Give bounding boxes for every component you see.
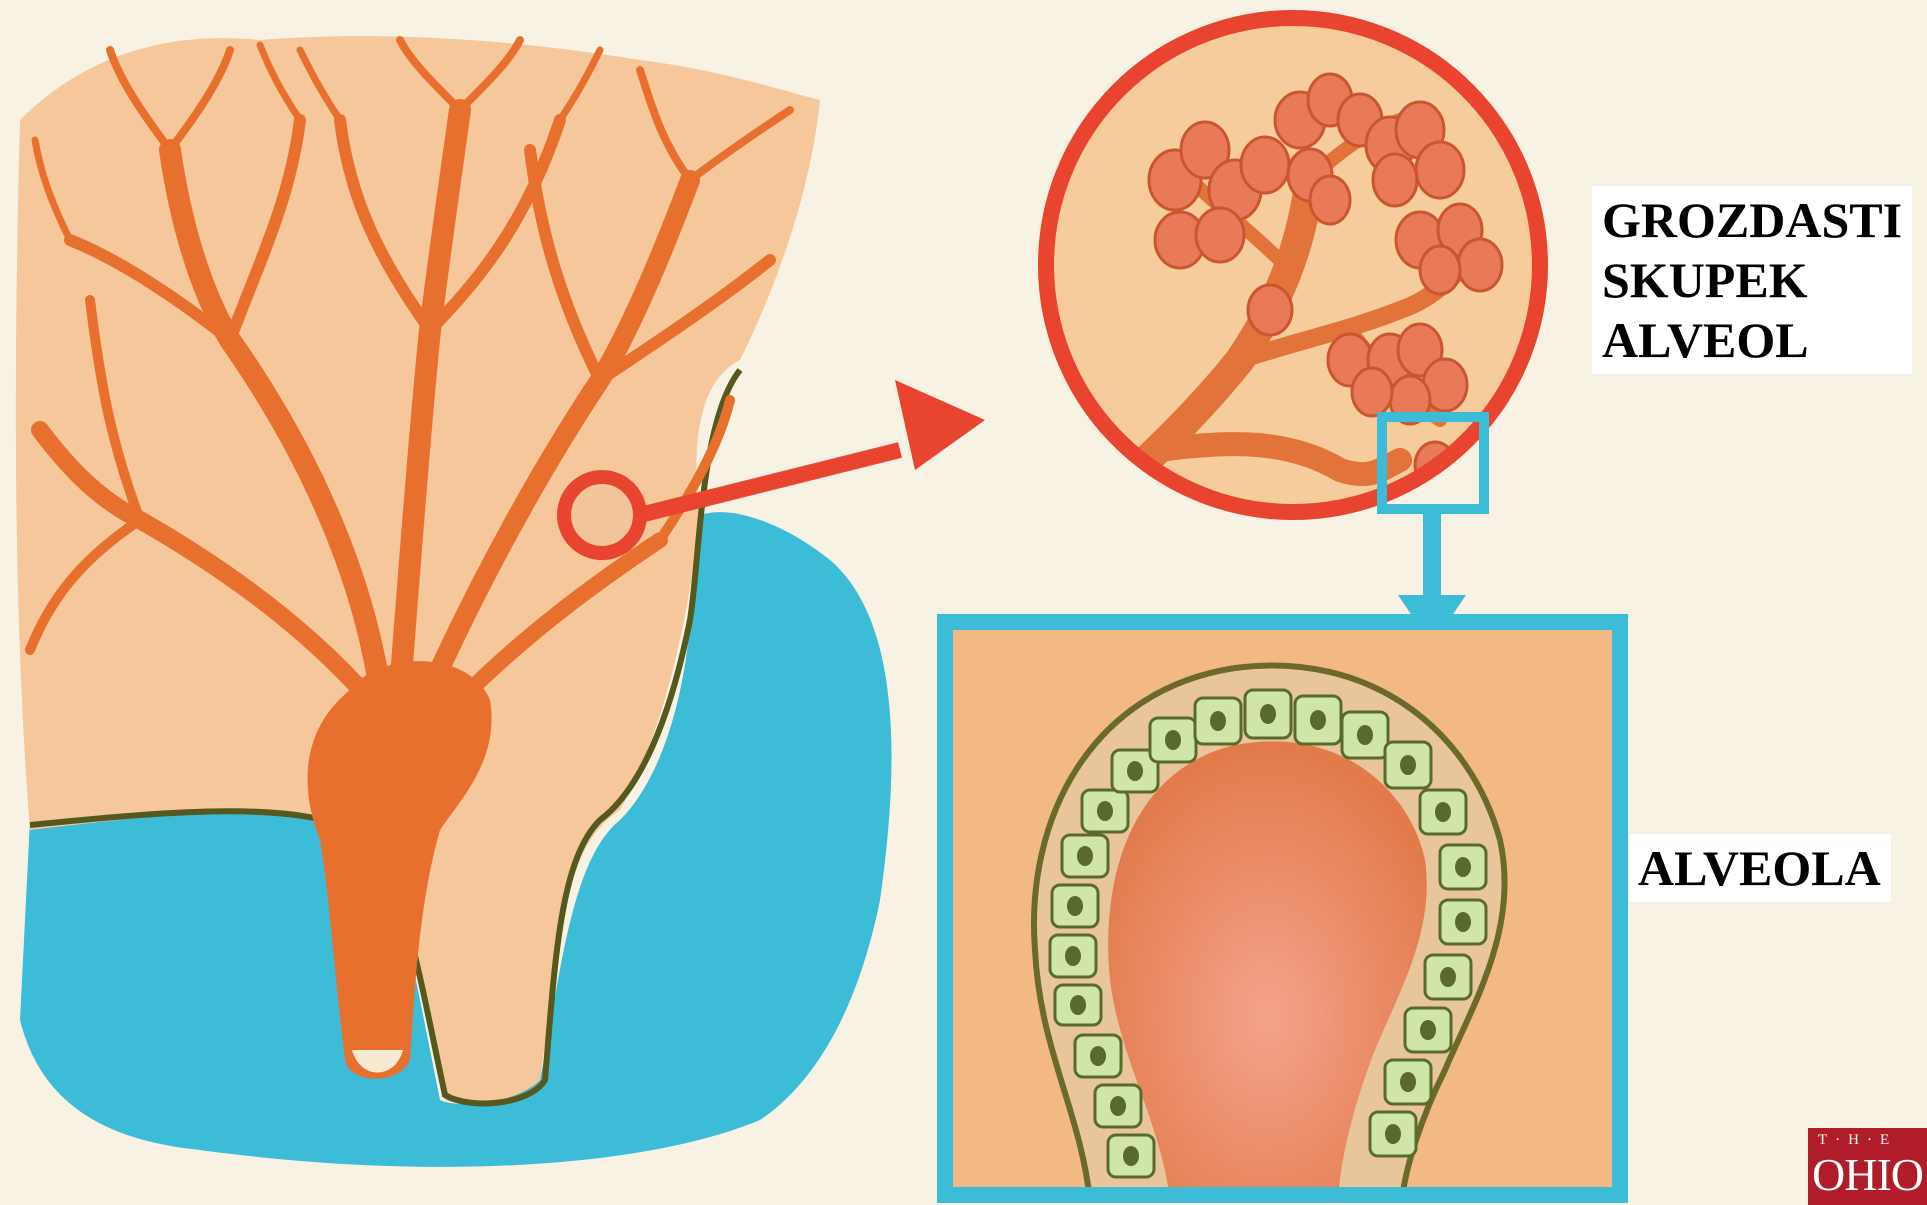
- zoom-source-circle: [564, 477, 640, 553]
- label-alveola-text: ALVEOLA: [1638, 838, 1881, 898]
- logo-main-text: OHIO: [1812, 1152, 1923, 1198]
- label-line-1: GROZDASTI: [1602, 190, 1902, 250]
- alveola-inset: [945, 622, 1620, 1200]
- alveoli-cluster-inset: [1046, 18, 1540, 520]
- label-grozdasti-skupek-alveol: GROZDASTI SKUPEK ALVEOL: [1592, 186, 1912, 374]
- university-logo: T·H·E OHIO: [1808, 1128, 1927, 1205]
- label-alveola: ALVEOLA: [1628, 834, 1891, 902]
- breast-tissue-illustration: [16, 36, 892, 1167]
- label-line-3: ALVEOL: [1602, 310, 1902, 370]
- label-line-2: SKUPEK: [1602, 250, 1902, 310]
- logo-top-text: T·H·E: [1818, 1132, 1897, 1149]
